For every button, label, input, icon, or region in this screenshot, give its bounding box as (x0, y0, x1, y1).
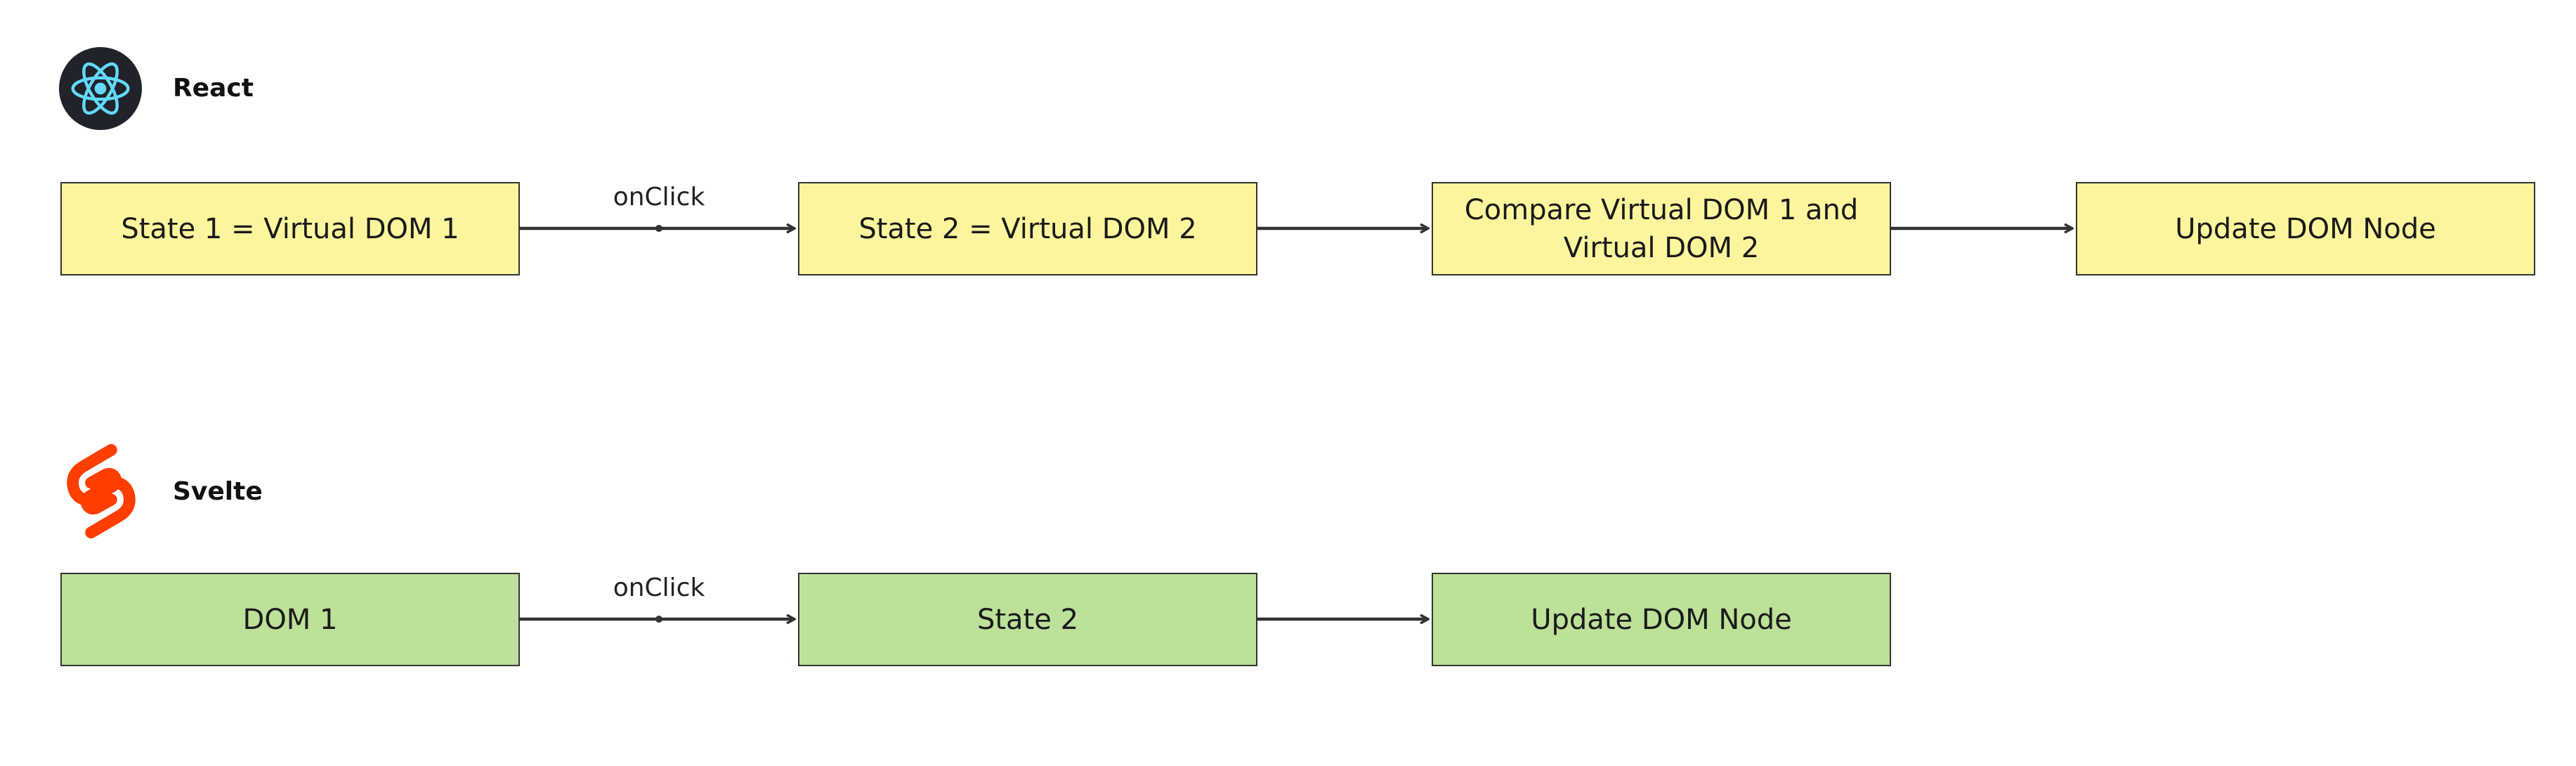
svelte-node-update-dom: Update DOM Node (1432, 573, 1891, 666)
react-logo-icon (59, 47, 142, 130)
react-node-state-1: State 1 = Virtual DOM 1 (60, 182, 520, 275)
svelte-onclick-label: onClick (613, 573, 705, 602)
svelte-arrow-onclick (520, 616, 794, 623)
svelte-node-state-2: State 2 (798, 573, 1257, 666)
svelte-logo-icon (59, 441, 143, 541)
react-section-title: React (173, 74, 254, 103)
react-node-state-2: State 2 = Virtual DOM 2 (798, 182, 1257, 275)
svelte-section-title: Svelte (173, 477, 263, 506)
react-node-compare: Compare Virtual DOM 1 and Virtual DOM 2 (1432, 182, 1891, 275)
react-node-update-dom: Update DOM Node (2076, 182, 2535, 275)
svelte-node-dom-1: DOM 1 (60, 573, 520, 666)
react-arrow-onclick (520, 225, 794, 232)
react-onclick-label: onClick (613, 183, 705, 212)
